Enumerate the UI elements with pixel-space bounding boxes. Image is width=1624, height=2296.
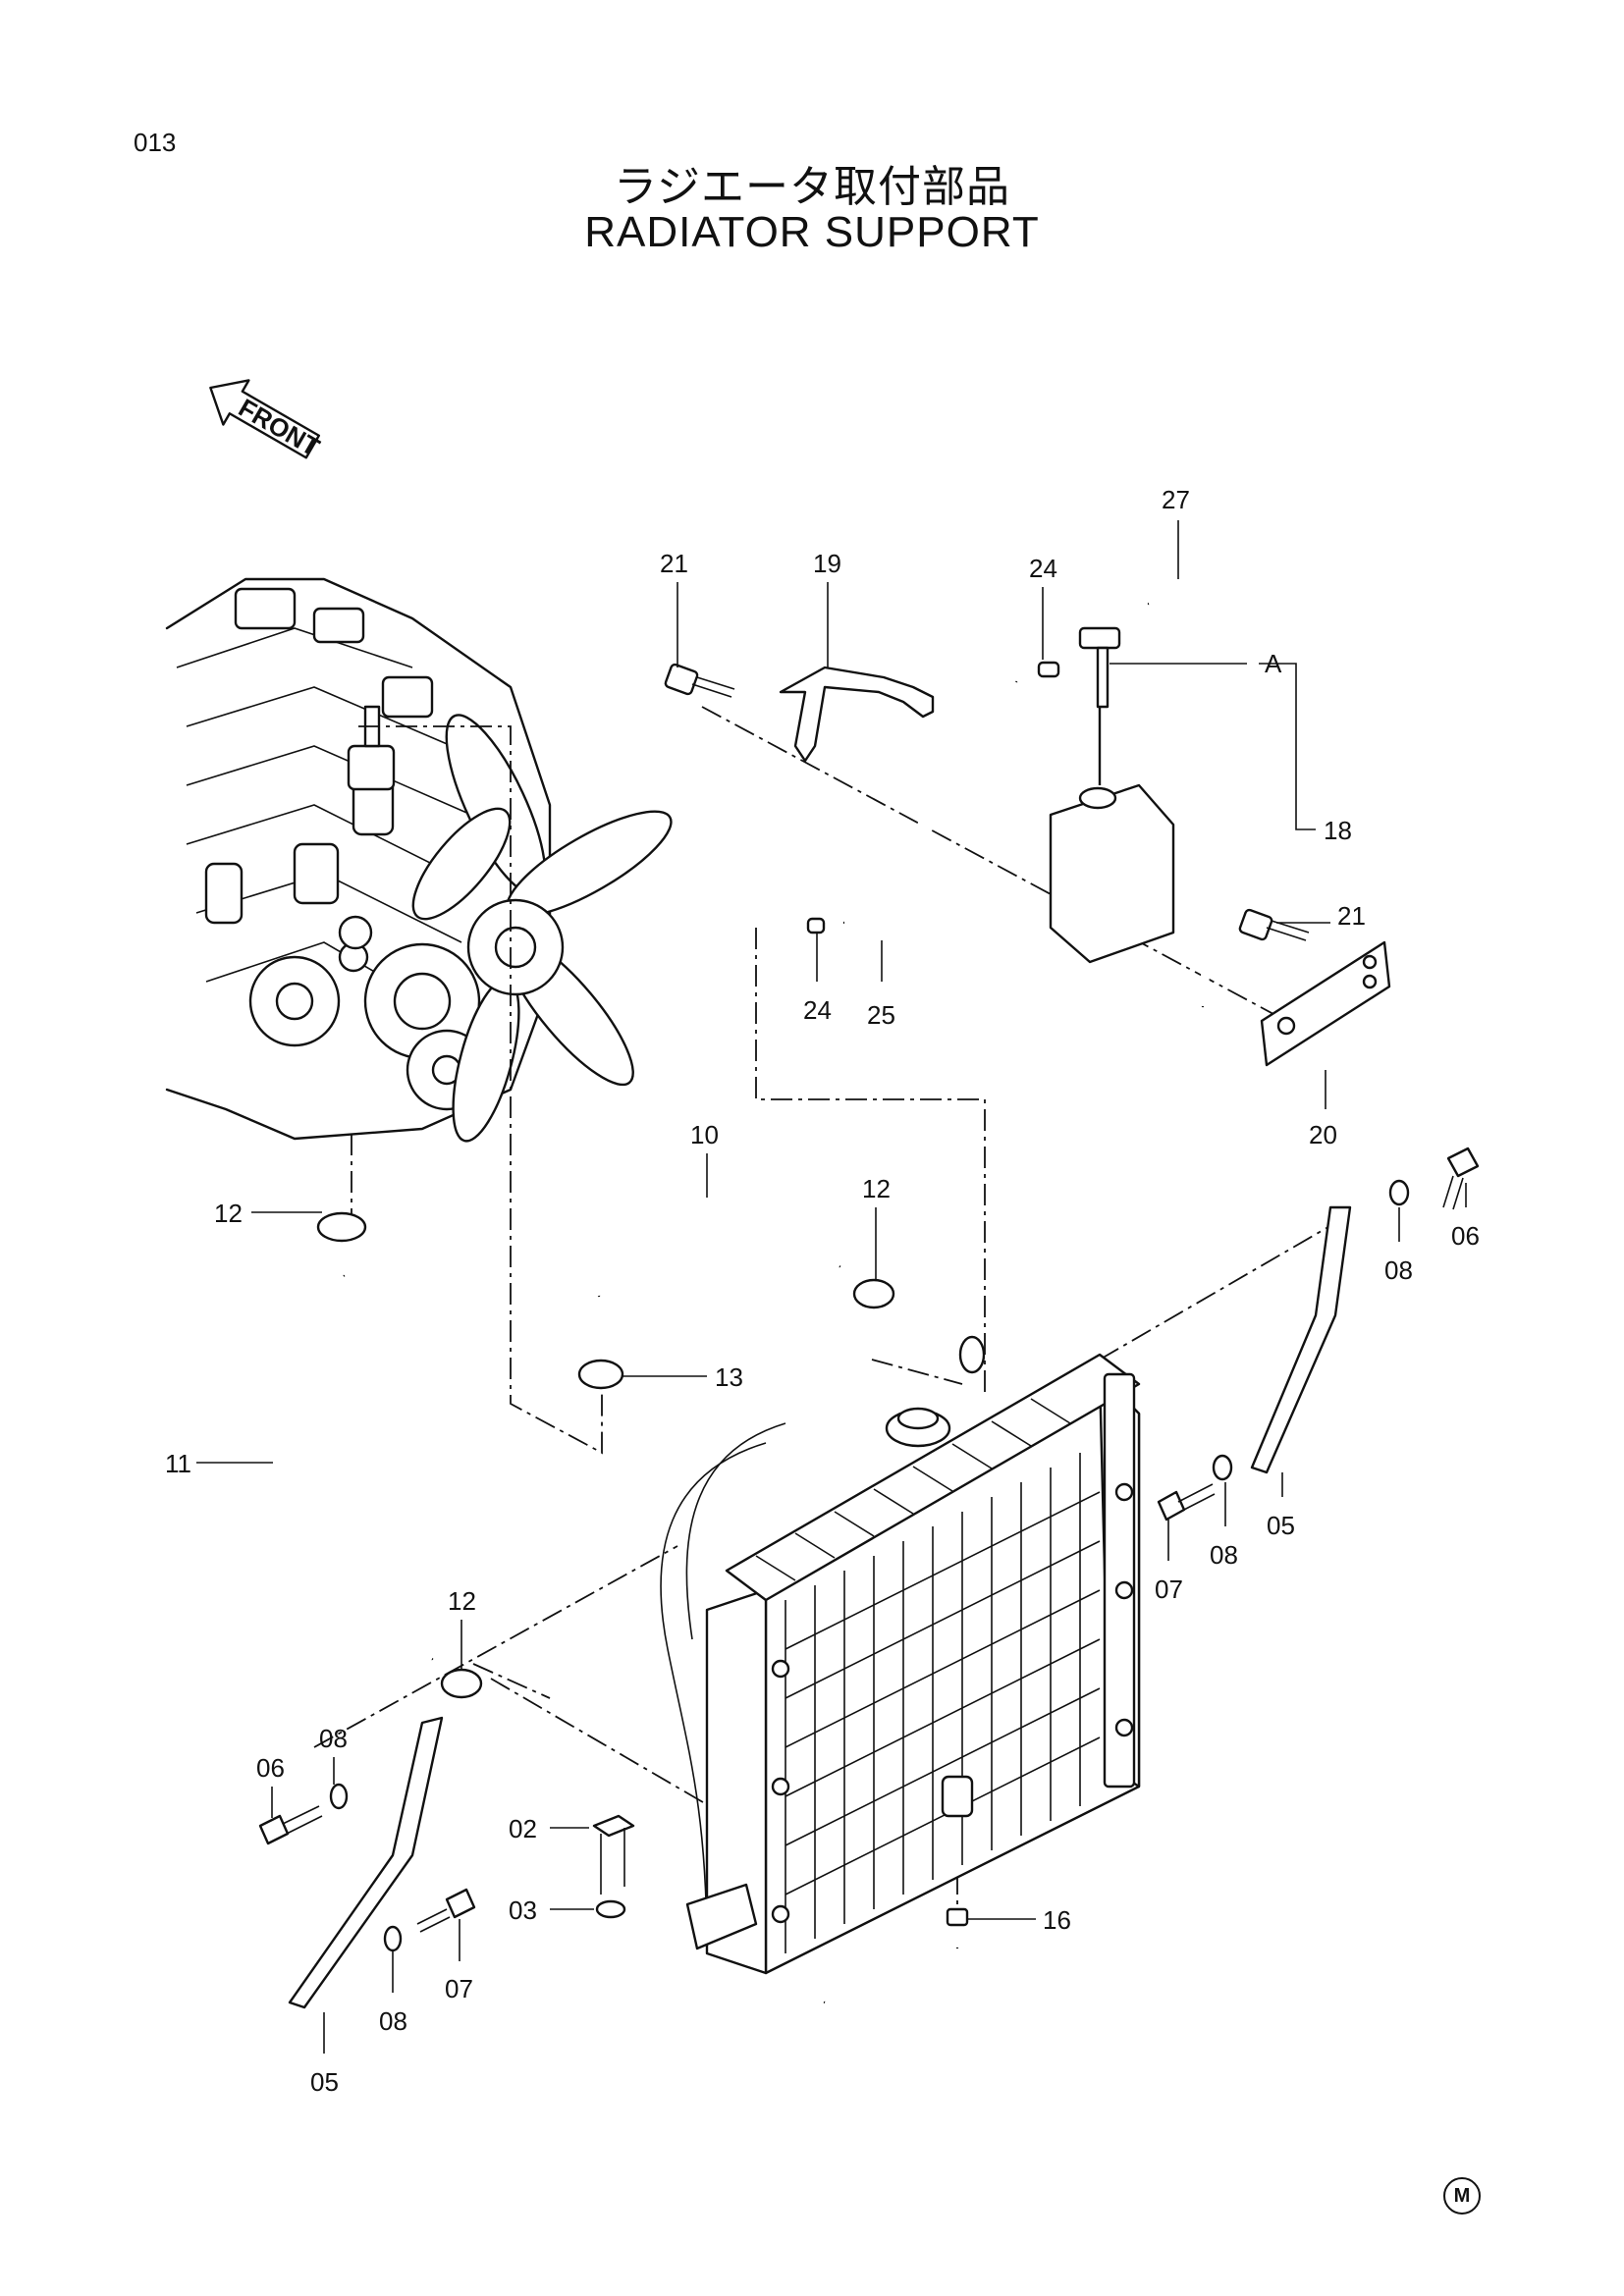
callout-21-lower: 21 bbox=[1337, 901, 1366, 931]
callout-12-lower: 12 bbox=[448, 1586, 476, 1616]
callout-05-upper: 05 bbox=[1267, 1511, 1295, 1540]
page-number: 013 bbox=[134, 128, 177, 157]
clip-24-lower bbox=[806, 917, 826, 934]
washer-08-upper bbox=[1388, 1179, 1410, 1206]
callout-24: 24 bbox=[1029, 554, 1057, 583]
callout-20: 20 bbox=[1309, 1120, 1337, 1149]
clamp-12-engine bbox=[316, 1211, 367, 1243]
washer-08-lower-a bbox=[329, 1783, 349, 1810]
bolt-06-lower bbox=[258, 1805, 323, 1845]
callout-18: 18 bbox=[1324, 816, 1352, 845]
callout-27: 27 bbox=[1162, 485, 1190, 514]
bolt-07-lower bbox=[416, 1888, 476, 1933]
callout-21: 21 bbox=[660, 549, 688, 578]
callout-25: 25 bbox=[867, 1000, 895, 1030]
stay-05-upper bbox=[1250, 1205, 1352, 1474]
callout-24-lower: 24 bbox=[803, 995, 832, 1025]
bolt-06-upper bbox=[1442, 1147, 1480, 1210]
washer-08-lower-b bbox=[383, 1925, 403, 1952]
callout-11: 11 bbox=[165, 1449, 191, 1478]
front-label: FRONT bbox=[234, 393, 325, 462]
tank-bracket-19 bbox=[779, 666, 935, 763]
callout-07-upper: 07 bbox=[1155, 1575, 1183, 1604]
callout-06-lower: 06 bbox=[256, 1753, 285, 1783]
clamp-13 bbox=[577, 1359, 624, 1390]
callout-08-lower-b: 08 bbox=[379, 2006, 407, 2036]
callout-16: 16 bbox=[1043, 1905, 1071, 1935]
callout-02: 02 bbox=[509, 1814, 537, 1843]
callout-07-lower: 07 bbox=[445, 1974, 473, 2003]
bolt-02 bbox=[592, 1814, 635, 1895]
radiator bbox=[660, 1335, 1141, 1975]
engine bbox=[165, 577, 673, 1143]
clip-24-upper bbox=[1037, 661, 1060, 678]
callout-a: A bbox=[1265, 649, 1282, 678]
clip-16 bbox=[946, 1907, 969, 1927]
reserve-tank bbox=[1049, 707, 1175, 964]
callout-13: 13 bbox=[715, 1362, 743, 1392]
bolt-07-upper bbox=[1157, 1483, 1216, 1522]
callout-12-upper: 12 bbox=[862, 1174, 891, 1203]
bolt-21-lower bbox=[1238, 908, 1310, 941]
callout-06-upper: 06 bbox=[1451, 1221, 1480, 1251]
front-arrow-icon: FRONT bbox=[209, 379, 325, 462]
washer-03 bbox=[595, 1899, 626, 1919]
callout-08-mid: 08 bbox=[1210, 1540, 1238, 1570]
tank-bracket-20 bbox=[1260, 940, 1391, 1067]
clamp-12-radiator-lower bbox=[440, 1668, 483, 1699]
cooling-fan bbox=[411, 714, 673, 1143]
callout-08-upper: 08 bbox=[1384, 1255, 1413, 1285]
callout-05-lower: 05 bbox=[310, 2067, 339, 2097]
callout-19: 19 bbox=[813, 549, 841, 578]
callout-12-engine: 12 bbox=[214, 1199, 243, 1228]
title-japanese: ラジエータ取付部品 bbox=[613, 162, 1011, 212]
callout-10: 10 bbox=[690, 1120, 719, 1149]
m-mark-icon: M bbox=[1443, 2177, 1481, 2215]
stay-05-lower bbox=[288, 1716, 444, 2009]
title-english: RADIATOR SUPPORT bbox=[584, 208, 1040, 256]
bolt-21-upper bbox=[664, 663, 735, 698]
clamp-12-radiator-upper bbox=[852, 1278, 895, 1309]
washer-08-mid bbox=[1212, 1454, 1233, 1481]
callout-08-lower-a: 08 bbox=[319, 1724, 348, 1753]
callout-03: 03 bbox=[509, 1896, 537, 1925]
